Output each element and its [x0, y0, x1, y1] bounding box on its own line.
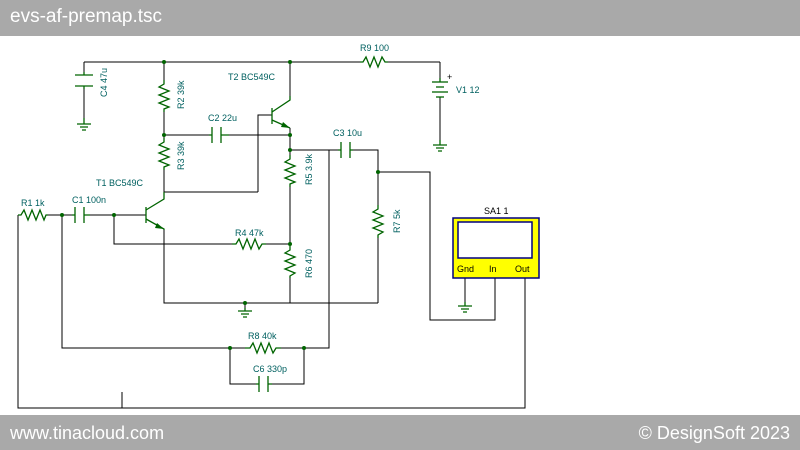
v1-label: V1 12 — [456, 85, 480, 95]
capacitor-c4[interactable]: C4 47u — [75, 68, 109, 97]
junction-dots — [60, 60, 380, 350]
c3-label: C3 10u — [333, 128, 362, 138]
r9-label: R9 100 — [360, 43, 389, 53]
r1-label: R1 1k — [21, 198, 45, 208]
r5-label: R5 3.9k — [304, 153, 314, 185]
resistor-r1[interactable]: R1 1k — [18, 198, 48, 222]
resistor-r2[interactable]: R2 39k — [157, 80, 186, 112]
title-bar: evs-af-premap.tsc — [0, 0, 800, 36]
r6-label: R6 470 — [304, 249, 314, 278]
sa1-pin-gnd: Gnd — [457, 264, 474, 274]
ground-c4-icon — [77, 118, 91, 131]
resistor-r6[interactable]: R6 470 — [283, 246, 314, 278]
r8-label: R8 40k — [248, 331, 277, 341]
transistor-t1[interactable]: T1 BC549C — [96, 178, 165, 230]
resistor-r5[interactable]: R5 3.9k — [283, 153, 314, 187]
signal-analyzer-sa1[interactable]: SA1 1 Gnd In Out — [452, 206, 540, 279]
battery-v1[interactable]: + V1 12 — [432, 72, 480, 98]
c2-label: C2 22u — [208, 113, 237, 123]
c1-label: C1 100n — [72, 195, 106, 205]
v1-plus-sign: + — [447, 72, 452, 82]
sa1-label: SA1 1 — [484, 206, 509, 216]
r7-label: R7 5k — [392, 209, 402, 233]
ground-sa1-icon — [458, 302, 472, 313]
schematic-canvas: C4 47u R2 39k R3 39k R9 100 + V1 12 — [17, 43, 540, 409]
capacitor-c2[interactable]: C2 22u — [208, 113, 237, 143]
sa1-pin-out: Out — [515, 264, 530, 274]
footer-copyright: © DesignSoft 2023 — [638, 423, 790, 443]
resistor-r8[interactable]: R8 40k — [245, 331, 281, 355]
footer-website-link[interactable]: www.tinacloud.com — [10, 423, 165, 443]
ground-main-icon — [238, 308, 252, 318]
capacitor-c3[interactable]: C3 10u — [333, 128, 362, 158]
r4-label: R4 47k — [235, 228, 264, 238]
t2-label: T2 BC549C — [228, 72, 276, 82]
footer-bar: www.tinacloud.com © DesignSoft 2023 — [0, 415, 800, 450]
resistor-r3[interactable]: R3 39k — [157, 138, 186, 170]
capacitor-c1[interactable]: C1 100n — [72, 195, 106, 223]
resistor-r4[interactable]: R4 47k — [232, 228, 266, 251]
sa1-pin-in: In — [489, 264, 497, 274]
resistor-r7[interactable]: R7 5k — [371, 205, 402, 238]
transistor-t2[interactable]: T2 BC549C — [228, 72, 291, 129]
r3-label: R3 39k — [176, 141, 186, 170]
c6-label: C6 330p — [253, 364, 287, 374]
wires — [17, 61, 526, 409]
r2-label: R2 39k — [176, 80, 186, 109]
c4-label: C4 47u — [99, 68, 109, 97]
ground-v1-icon — [433, 140, 447, 152]
t1-label: T1 BC549C — [96, 178, 144, 188]
capacitor-c6[interactable]: C6 330p — [253, 364, 287, 392]
window-title: evs-af-premap.tsc — [10, 6, 163, 27]
resistor-r9[interactable]: R9 100 — [360, 43, 389, 69]
